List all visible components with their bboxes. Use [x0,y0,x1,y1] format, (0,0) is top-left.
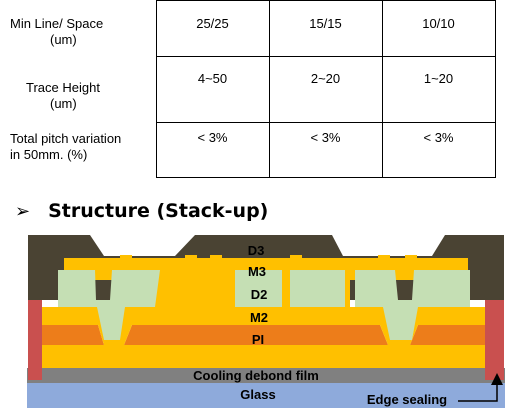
glass-layer [27,383,505,408]
table-cell: 1~20 [381,56,496,123]
d3-layer [28,235,504,300]
d2-region [235,270,282,307]
layer-label-d2: D2 [251,287,268,302]
edge-sealing-arrow-icon [458,373,503,402]
metal-base-layer [42,345,485,368]
table-cell: < 3% [268,122,382,178]
table-row: Trace Height (um) 4~50 2~20 1~20 [10,56,496,123]
row-label: Trace Height (um) [10,57,156,123]
row-label: Total pitch variation in 50mm. (%) [10,123,156,178]
table-row: Total pitch variation in 50mm. (%) < 3% … [10,122,496,178]
row-label-line1: Min Line/ Space [10,15,104,31]
layer-label-m3: M3 [248,264,266,279]
m3-bump [290,255,302,263]
m3-bump [210,255,222,263]
layer-label-m2: M2 [250,310,268,325]
edge-sealing-left [28,300,42,380]
section-title: Structure (Stack-up) [48,200,269,222]
row-label-line2: (um) [50,31,77,47]
d2-region [58,270,160,307]
pi-layer [42,325,485,345]
layer-label-cooling-film: Cooling debond film [193,368,319,383]
d2-region [290,270,345,307]
m2-layer [42,307,485,345]
table-cell: 25/25 [155,0,269,57]
table-cell: < 3% [381,122,496,178]
layer-label-d3: D3 [248,243,265,258]
table-cell: 4~50 [155,56,269,123]
d2-via [97,307,125,340]
row-label-line2: in 50mm. (%) [10,146,88,162]
spec-table: Min Line/ Space (um) 25/25 15/15 10/10 T… [10,0,496,178]
m3-layer-right [150,280,350,307]
m3-bump [120,255,132,263]
d2-region [355,270,470,307]
row-label-line1: Trace Height [26,79,100,95]
cooling-debond-film-layer [27,368,505,383]
table-cell: < 3% [155,122,269,178]
arrow-bullet-icon: ➢ [15,200,31,221]
layer-label-pi: PI [252,332,264,347]
m3-bump [378,255,390,263]
section-heading: ➢ Structure (Stack-up) [15,196,268,226]
m3-bump [185,255,197,263]
m3-layer [64,258,468,280]
table-cell: 2~20 [268,56,382,123]
table-cell: 15/15 [268,0,382,57]
edge-sealing-callout: Edge sealing [367,392,447,407]
table-cell: 10/10 [381,0,496,57]
m3-bump [405,255,417,263]
table-row: Min Line/ Space (um) 25/25 15/15 10/10 [10,0,496,57]
row-label: Min Line/ Space (um) [10,1,156,57]
row-label-line1: Total pitch variation [10,130,122,146]
edge-sealing-right [485,300,504,380]
row-label-line2: (um) [50,95,77,111]
d2-via [383,307,418,340]
layer-label-glass: Glass [240,387,275,402]
